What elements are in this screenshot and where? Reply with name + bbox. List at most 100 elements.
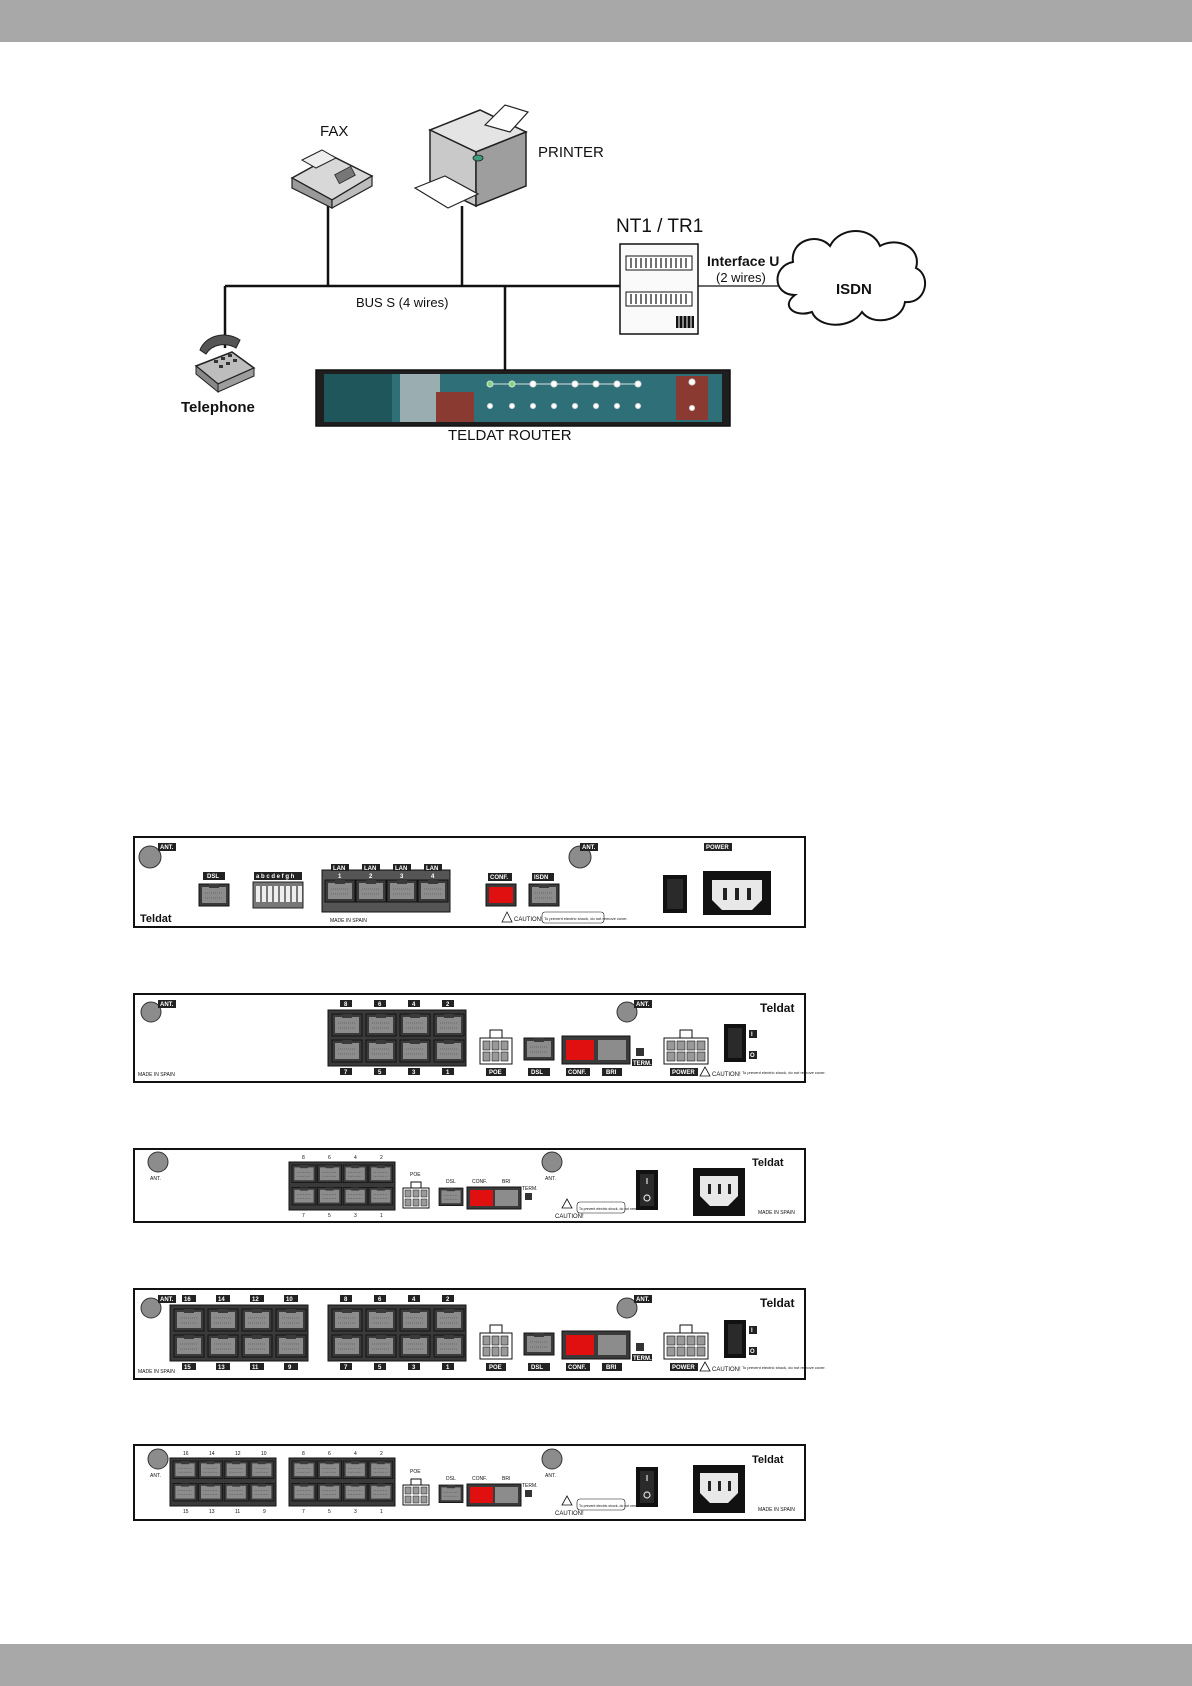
lan-port[interactable]: [355, 879, 387, 903]
switch-port[interactable]: [317, 1187, 343, 1206]
port-number: 10: [286, 1297, 293, 1303]
switch-port[interactable]: [399, 1334, 431, 1358]
dsl-port[interactable]: [523, 1332, 555, 1356]
port-number: 8: [302, 1155, 305, 1161]
caution-label: CAUTION!: [555, 1511, 584, 1517]
power-switch[interactable]: [724, 1320, 746, 1358]
switch-port[interactable]: [241, 1308, 273, 1332]
switch-port[interactable]: [342, 1460, 368, 1479]
port-number: 10: [261, 1451, 267, 1457]
interface-wires-label: (2 wires): [716, 270, 766, 285]
power-connector[interactable]: [663, 1324, 709, 1360]
switch-port[interactable]: [368, 1460, 394, 1479]
bri-label: BRI: [606, 1070, 617, 1076]
switch-port[interactable]: [275, 1334, 307, 1358]
switch-port[interactable]: [331, 1013, 363, 1037]
switch-port[interactable]: [291, 1483, 317, 1502]
switch-port[interactable]: [241, 1334, 273, 1358]
switch-port[interactable]: [342, 1187, 368, 1206]
lan-port[interactable]: [324, 879, 356, 903]
lan-port[interactable]: [417, 879, 449, 903]
switch-port[interactable]: [173, 1334, 205, 1358]
switch-port[interactable]: [317, 1483, 343, 1502]
switch-port[interactable]: [433, 1013, 465, 1037]
power-socket[interactable]: [693, 1465, 745, 1513]
port-number: 9: [263, 1509, 266, 1515]
switch-port[interactable]: [173, 1308, 205, 1332]
poe-connector[interactable]: [402, 1181, 430, 1209]
switch-port[interactable]: [368, 1483, 394, 1502]
conf-bri-port-block[interactable]: [561, 1035, 631, 1065]
term-switch[interactable]: [636, 1048, 644, 1056]
made-in-spain-label: MADE IN SPAIN: [138, 1072, 175, 1078]
power-switch[interactable]: [636, 1467, 658, 1507]
switch-port[interactable]: [368, 1187, 394, 1206]
switch-port[interactable]: [317, 1164, 343, 1183]
made-in-spain-label: MADE IN SPAIN: [330, 918, 367, 924]
caution-text: To prevent electric shock, do not remove…: [742, 1070, 826, 1075]
made-in-spain-label: MADE IN SPAIN: [758, 1210, 795, 1216]
switch-port[interactable]: [433, 1308, 465, 1332]
dsl-port[interactable]: [523, 1037, 555, 1061]
dsl-port[interactable]: [198, 883, 230, 907]
switch-port[interactable]: [207, 1308, 239, 1332]
dip-switch-block[interactable]: [252, 881, 304, 909]
switch-port-group-9-16: 16 14 12 10 15 13 11 9: [169, 1451, 277, 1515]
switch-port[interactable]: [207, 1334, 239, 1358]
switch-port[interactable]: [331, 1039, 363, 1063]
switch-port[interactable]: [342, 1164, 368, 1183]
dsl-port[interactable]: [438, 1484, 464, 1503]
power-socket[interactable]: [693, 1168, 745, 1216]
switch-port[interactable]: [365, 1334, 397, 1358]
poe-connector[interactable]: [402, 1478, 430, 1506]
poe-connector[interactable]: [479, 1029, 513, 1065]
term-switch[interactable]: [636, 1343, 644, 1351]
conf-bri-port-block[interactable]: [561, 1330, 631, 1360]
conf-bri-port-block[interactable]: [466, 1186, 522, 1210]
switch-port[interactable]: [249, 1483, 275, 1502]
switch-port[interactable]: [368, 1164, 394, 1183]
switch-port[interactable]: [331, 1308, 363, 1332]
warning-icon: [501, 911, 513, 923]
dsl-port[interactable]: [438, 1187, 464, 1206]
power-switch[interactable]: [724, 1024, 746, 1062]
term-label: TERM.: [522, 1483, 538, 1489]
switch-port[interactable]: [399, 1013, 431, 1037]
power-switch[interactable]: [636, 1170, 658, 1210]
switch-port[interactable]: [172, 1483, 198, 1502]
switch-port[interactable]: [249, 1460, 275, 1479]
term-switch[interactable]: [525, 1193, 532, 1200]
switch-port[interactable]: [342, 1483, 368, 1502]
switch-port[interactable]: [331, 1334, 363, 1358]
port-number: 3: [412, 1365, 416, 1371]
switch-port[interactable]: [317, 1460, 343, 1479]
switch-port[interactable]: [198, 1460, 224, 1479]
switch-port[interactable]: [291, 1164, 317, 1183]
power-connector[interactable]: [663, 1029, 709, 1065]
switch-port[interactable]: [399, 1308, 431, 1332]
lan-port[interactable]: [386, 879, 418, 903]
switch-port[interactable]: [365, 1039, 397, 1063]
power-switch[interactable]: [663, 875, 687, 913]
switch-port[interactable]: [365, 1308, 397, 1332]
switch-port[interactable]: [433, 1039, 465, 1063]
poe-connector[interactable]: [479, 1324, 513, 1360]
switch-port[interactable]: [223, 1460, 249, 1479]
port-number: 15: [183, 1509, 189, 1515]
switch-port[interactable]: [275, 1308, 307, 1332]
switch-port[interactable]: [198, 1483, 224, 1502]
conf-bri-port-block[interactable]: [466, 1483, 522, 1507]
conf-port[interactable]: [485, 883, 517, 907]
switch-port[interactable]: [223, 1483, 249, 1502]
isdn-port[interactable]: [528, 883, 560, 907]
port-number: 11: [235, 1509, 240, 1515]
switch-port[interactable]: [291, 1460, 317, 1479]
term-switch[interactable]: [525, 1490, 532, 1497]
switch-port[interactable]: [291, 1187, 317, 1206]
switch-port[interactable]: [365, 1013, 397, 1037]
switch-port[interactable]: [172, 1460, 198, 1479]
switch-port[interactable]: [399, 1039, 431, 1063]
switch-port[interactable]: [433, 1334, 465, 1358]
power-socket[interactable]: [703, 871, 771, 915]
teldat-logo: Teldat: [140, 913, 172, 925]
